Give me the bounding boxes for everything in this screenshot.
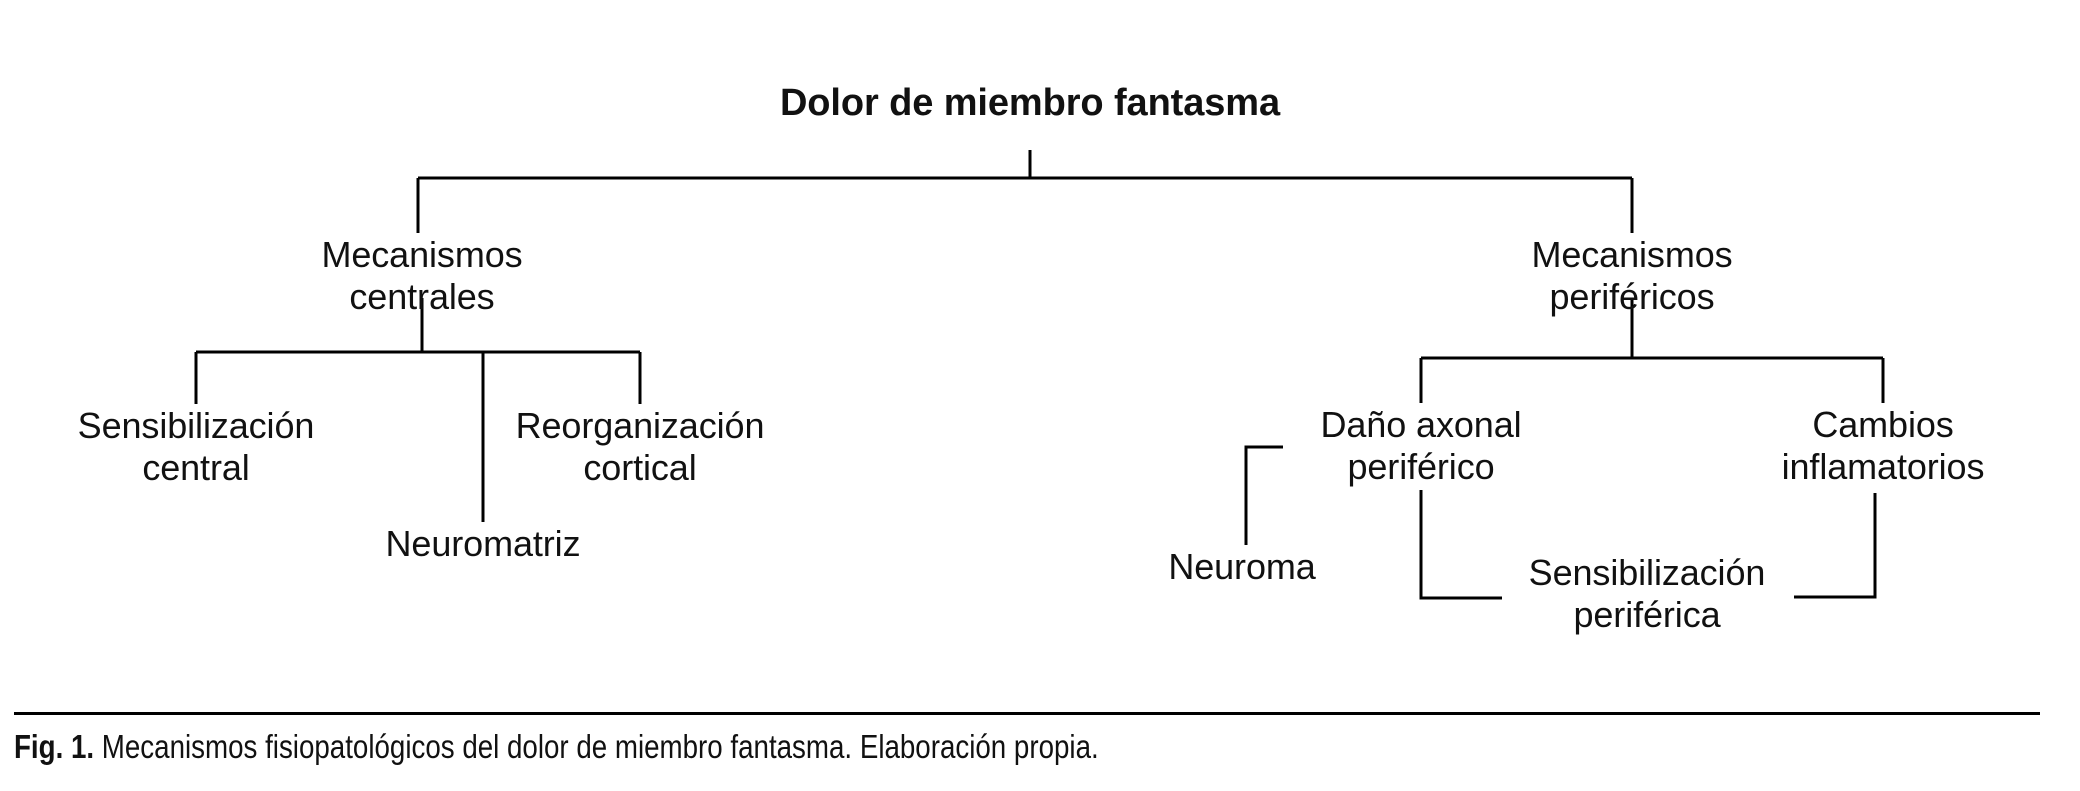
connector-to-neuroma (1244, 445, 1283, 545)
caption-prefix: Fig. 1. (14, 728, 95, 765)
node-reorganizacion-cortical: Reorganización cortical (515, 405, 765, 488)
node-mecanismos-centrales: Mecanismos centrales (321, 234, 523, 317)
node-neuroma: Neuroma (1168, 546, 1316, 587)
caption-divider (14, 712, 2040, 715)
node-dano-axonal-periferico: Daño axonal periférico (1320, 404, 1522, 487)
figure-caption: Fig. 1. Mecanismos fisiopatológicos del … (14, 726, 1728, 768)
tree-connectors (194, 150, 1885, 600)
node-root: Dolor de miembro fantasma (779, 82, 1281, 124)
node-neuromatriz: Neuromatriz (385, 523, 581, 564)
node-sensibilizacion-periferica: Sensibilización periférica (1528, 552, 1766, 635)
node-sensibilizacion-central: Sensibilización central (77, 405, 315, 488)
connector-cambios-to-sensibilizacion-periferica (1794, 493, 1877, 599)
connector-dano-to-sensibilizacion-periferica (1419, 490, 1502, 600)
node-cambios-inflamatorios: Cambios inflamatorios (1781, 404, 1985, 487)
caption-body: Mecanismos fisiopatológicos del dolor de… (94, 728, 1099, 765)
node-mecanismos-perifericos: Mecanismos periféricos (1531, 234, 1733, 317)
